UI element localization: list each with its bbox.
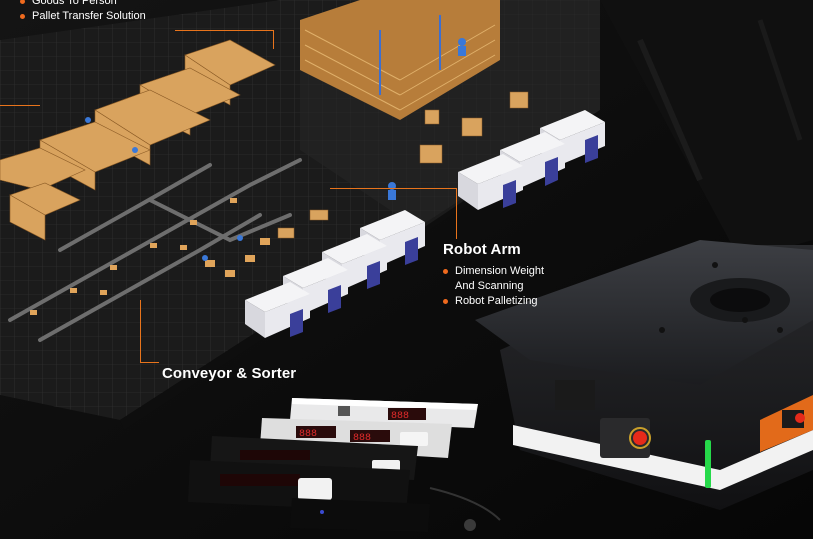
bullet-dot-icon [20,0,25,4]
top-left-list: Goods To Person Pallet Transfer Solution [20,0,146,24]
callout-line-left [0,105,40,106]
conveyor-sorter-title: Conveyor & Sorter [162,365,297,382]
list-item: Robot Palletizing [443,294,573,309]
svg-text:888: 888 [353,433,371,444]
bullet-text: Robot Palletizing [455,295,538,307]
bullet-dot-icon [20,14,25,19]
conveyor-lines [8,158,302,342]
high-bay-rack [300,0,500,120]
list-item: Pallet Transfer Solution [20,9,146,24]
robot-arm-callout: Robot Arm Dimension Weight And Scanning … [443,241,573,309]
list-item: Goods To Person [20,0,146,9]
amr-robot [475,240,813,510]
callout-line-top [175,30,274,49]
bullet-dot-icon [443,269,448,274]
callout-line-robot-arm [330,188,457,239]
bullet-text: Dimension Weight And Scanning [455,265,545,292]
conveyor-boxes [30,198,270,315]
robot-arm-title: Robot Arm [443,241,521,258]
callout-line-conveyor [140,300,159,363]
bullet-text: Pallet Transfer Solution [32,10,146,22]
display-devices: 888 888 888 [188,398,501,532]
svg-text:888: 888 [391,411,409,422]
list-item: Dimension Weight And Scanning [443,264,573,294]
bullet-dot-icon [443,299,448,304]
svg-text:888: 888 [299,429,317,440]
shelving-rows [0,39,276,241]
bullet-text: Goods To Person [32,0,117,7]
trucks [245,110,605,338]
